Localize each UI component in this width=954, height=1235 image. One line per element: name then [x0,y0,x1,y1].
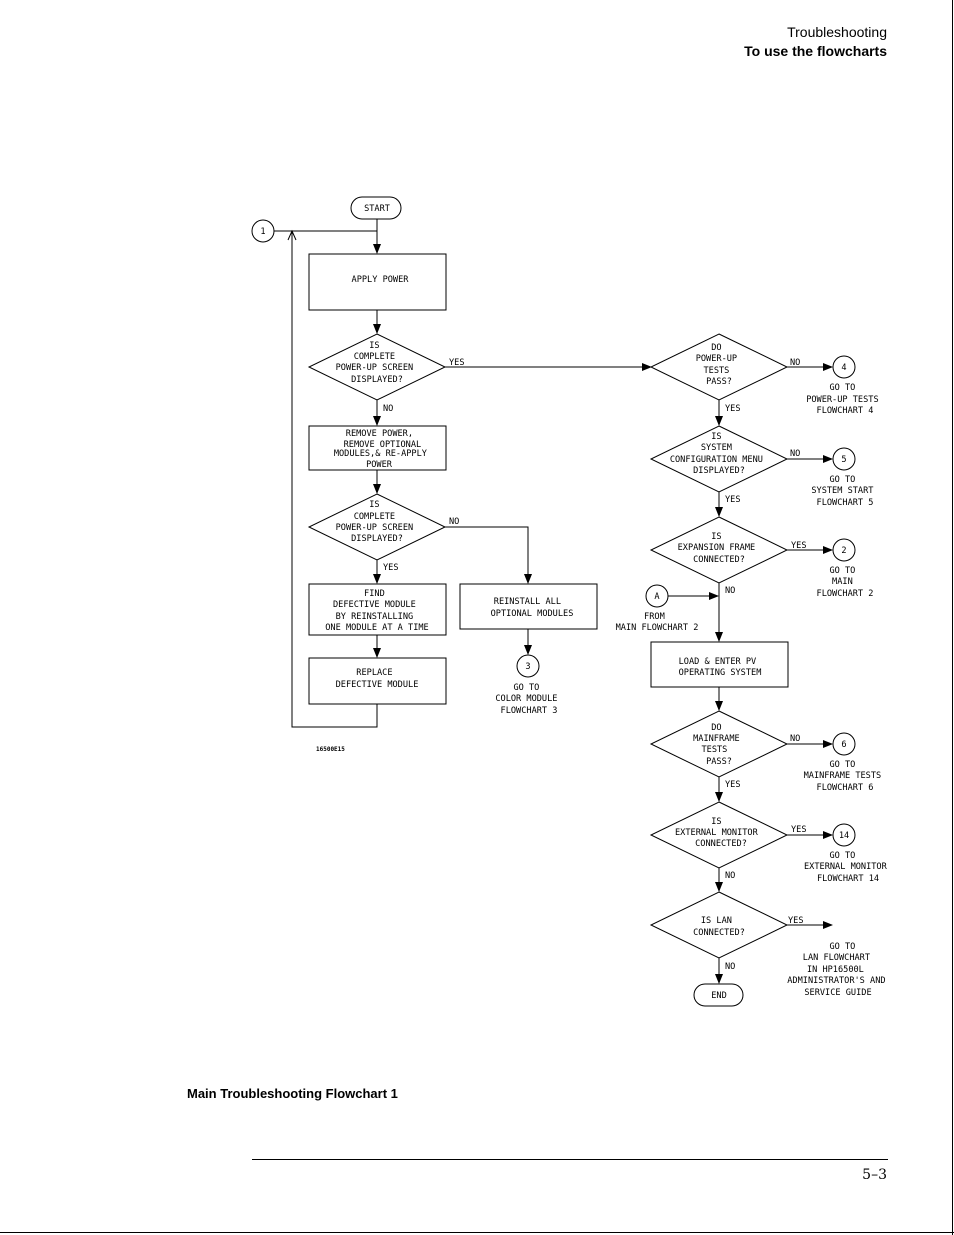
apply-power-box [308,253,447,311]
connector-2-label: 2 [841,546,846,556]
yes-label: YES [791,825,807,835]
connector-4-label: 4 [841,363,846,373]
connector-3 [516,654,540,678]
no-label: NO [790,449,800,459]
yes-label: YES [449,358,465,368]
no-label: NO [725,962,735,972]
from-main-text: FROM MAIN FLOWCHART 2 [616,612,699,633]
start-label: START [364,204,390,214]
goto-3-text: GO TO COLOR MODULE FLOWCHART 3 [495,683,562,716]
goto-lan-text: GO TO LAN FLOWCHART IN HP16500L ADMINIST… [787,942,891,998]
connector-6-label: 6 [841,740,846,750]
goto-6-text: GO TO MAINFRAME TESTS FLOWCHART 6 [804,760,887,793]
goto-4-text: GO TO POWER-UP TESTS FLOWCHART 4 [806,383,884,416]
load-pv-text: LOAD & ENTER PV OPERATING SYSTEM [679,657,762,678]
decision-complete-powerup-2-text: IS COMPLETE POWER-UP SCREEN DISPLAYED? [336,500,419,544]
reinstall-all-box [459,583,598,630]
decision-system-config-text: IS SYSTEM CONFIGURATION MENU DISPLAYED? [670,432,768,476]
decision-powerup-tests-text: DO POWER-UP TESTS PASS? [696,343,743,387]
page-border [952,0,953,1235]
end-label: END [711,991,727,1001]
no-label: NO [725,871,735,881]
no-label: NO [790,734,800,744]
connector-A-label: A [654,592,660,602]
connector-6 [832,732,856,756]
decision-mainframe-tests [649,710,789,778]
remove-power-text: REMOVE POWER, REMOVE OPTIONAL MODULES,& … [334,429,432,470]
end-terminal [693,983,744,1007]
goto-14-text: GO TO EXTERNAL MONITOR FLOWCHART 14 [804,851,892,884]
footer-rule [252,1159,888,1160]
decision-mainframe-tests-text: DO MAINFRAME TESTS PASS? [693,723,745,767]
yes-label: YES [725,495,741,505]
connector-1-label: 1 [260,227,265,237]
decision-expansion-frame-text: IS EXPANSION FRAME CONNECTED? [678,532,761,565]
header-section: Troubleshooting [787,24,887,40]
connector-3-label: 3 [525,662,530,672]
reinstall-all-text: REINSTALL ALL OPTIONAL MODULES [491,597,574,619]
figure-code: 16500E15 [316,746,345,753]
loop-back-line [291,231,378,728]
replace-defective-text: REPLACE DEFECTIVE MODULE [336,668,419,690]
loop-back-arrow [287,229,297,241]
page-number: 5–3 [862,1167,887,1183]
apply-power-label: APPLY POWER [352,275,410,285]
yes-label: YES [725,404,741,414]
connector-4 [832,355,856,379]
decision-lan-connected-text: IS LAN CONNECTED? [693,916,745,938]
no-label: NO [383,404,393,414]
connector-5 [832,447,856,471]
yes-label: YES [788,916,804,926]
load-pv-box [650,641,789,688]
yes-label: YES [725,780,741,790]
find-defective-box [308,583,447,636]
decision-external-monitor-text: IS EXTERNAL MONITOR CONNECTED? [675,817,763,849]
connector-5-label: 5 [841,455,846,465]
find-defective-text: FIND DEFECTIVE MODULE BY REINSTALLING ON… [325,589,428,633]
header-title: To use the flowcharts [744,43,887,59]
yes-label: YES [383,563,399,573]
goto-2-text: GO TO MAIN FLOWCHART 2 [817,566,874,599]
connector-2 [832,538,856,562]
remove-power-box [308,425,447,471]
connector-14 [832,823,856,847]
figure-caption: Main Troubleshooting Flowchart 1 [187,1086,398,1101]
arrow-no-to-reinstall [445,526,532,584]
start-terminal [350,196,402,220]
goto-5-text: GO TO SYSTEM START FLOWCHART 5 [811,475,878,508]
no-label: NO [725,586,735,596]
no-label: NO [449,517,459,527]
decision-complete-powerup-1-text: IS COMPLETE POWER-UP SCREEN DISPLAYED? [336,341,419,385]
connector-14-label: 14 [839,831,849,841]
page-border [0,1232,954,1233]
no-label: NO [790,358,800,368]
yes-label: YES [791,541,807,551]
